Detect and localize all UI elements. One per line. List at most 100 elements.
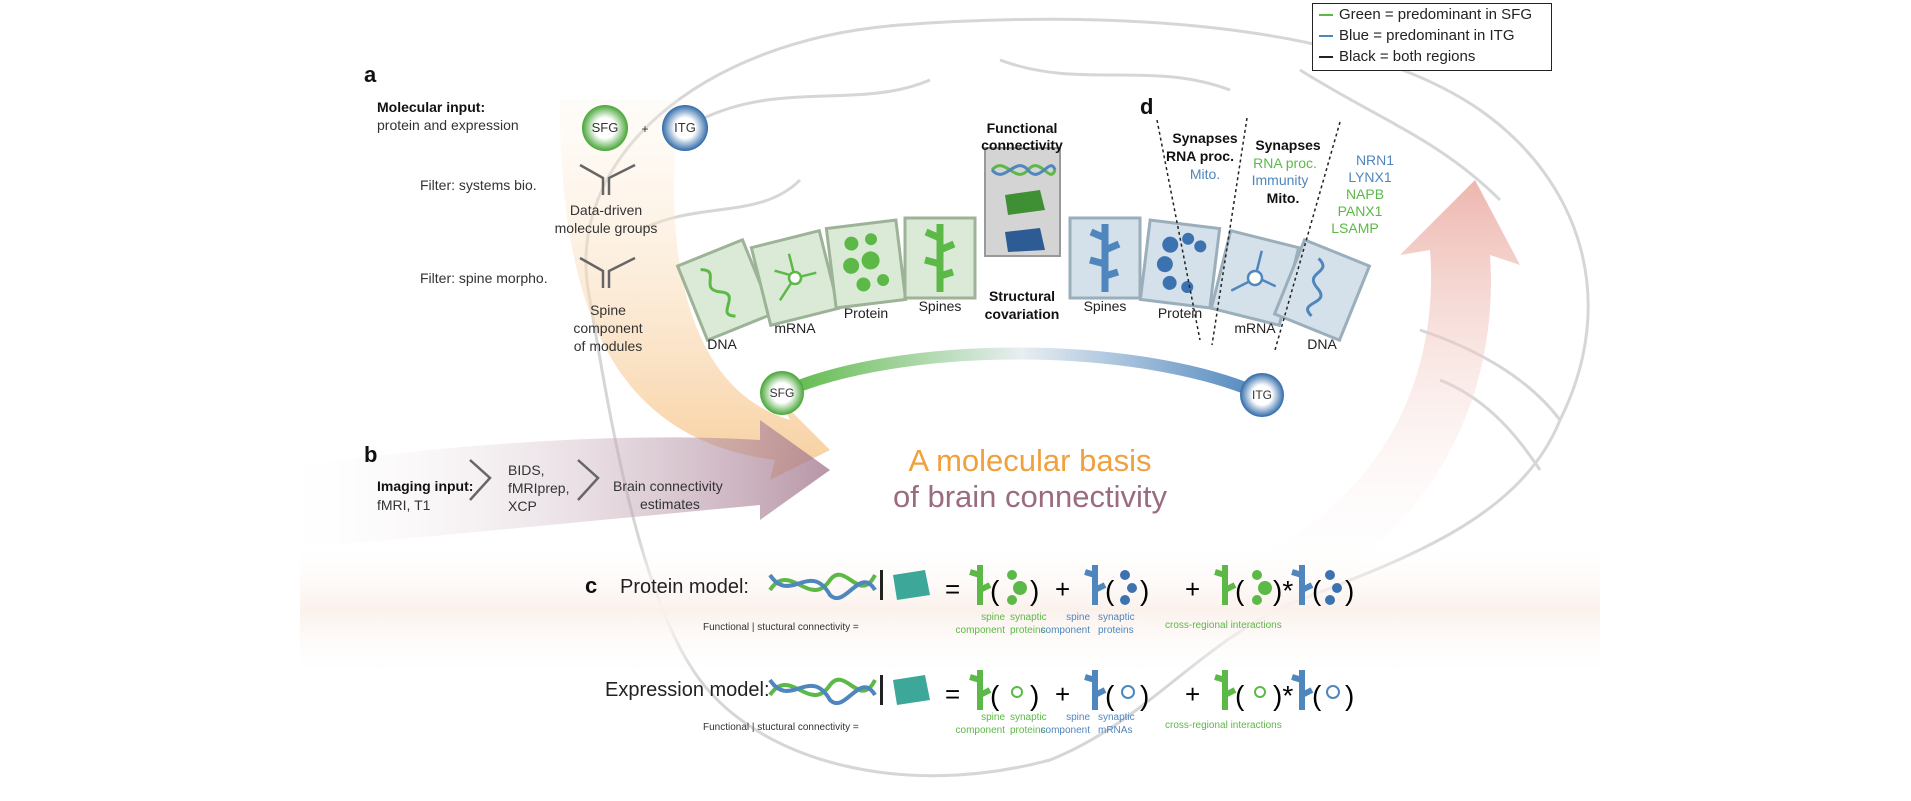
svg-text:(: ( bbox=[1105, 680, 1115, 711]
sfg-label: SFG bbox=[591, 120, 619, 135]
sfg-tiles bbox=[675, 216, 977, 343]
arc-itg-label: ITG bbox=[1252, 388, 1272, 402]
svg-text:(: ( bbox=[990, 575, 1000, 606]
svg-text:)*: )* bbox=[1273, 680, 1293, 711]
svg-text:(: ( bbox=[990, 680, 1000, 711]
em-t2-mrnas: mRNAs bbox=[1098, 725, 1133, 736]
itg-ball bbox=[662, 105, 708, 151]
panel-b-label: b bbox=[364, 442, 378, 467]
svg-text:=: = bbox=[945, 679, 960, 709]
legend: Green = predominant in SFG Blue = predom… bbox=[1312, 3, 1552, 71]
tile-label-sfg-protein: Protein bbox=[843, 305, 889, 321]
structural-covariation-label-2: covariation bbox=[984, 306, 1060, 322]
arc-itg-ball bbox=[1240, 373, 1284, 417]
pm-t2-component: component bbox=[1040, 625, 1090, 636]
arc-sfg-ball bbox=[760, 371, 804, 415]
structural-covariation-label-1: Structural bbox=[988, 288, 1056, 304]
pm-t2-proteins: proteins bbox=[1098, 625, 1134, 636]
svg-text:(: ( bbox=[1235, 680, 1245, 711]
svg-text:(: ( bbox=[1235, 575, 1245, 606]
legend-item-blue: Blue = predominant in ITG bbox=[1313, 25, 1551, 46]
expression-model-lhs: Functional | stuctural connectivity = bbox=[703, 722, 859, 733]
legend-label: Blue = predominant in ITG bbox=[1339, 27, 1515, 44]
pm-cross-regional: cross-regional interactions bbox=[1165, 620, 1282, 631]
d-col2-rna-proc: RNA proc. bbox=[1253, 155, 1317, 171]
pm-t1-synaptic: synaptic bbox=[1010, 612, 1047, 623]
gene-napb: NAPB bbox=[1345, 186, 1385, 202]
svg-text:): ) bbox=[1345, 575, 1354, 606]
tile-label-itg-spines: Spines bbox=[1083, 298, 1127, 314]
protein-model-equation: = () + () + ()* () bbox=[768, 565, 1354, 606]
tile-label-itg-protein: Protein bbox=[1157, 305, 1203, 321]
panel-c-label: c bbox=[585, 573, 598, 598]
tile-label-sfg-dna: DNA bbox=[707, 336, 737, 352]
svg-text:): ) bbox=[1345, 680, 1354, 711]
pm-t2-spine: spine bbox=[1066, 612, 1090, 623]
pm-t2-synaptic: synaptic bbox=[1098, 612, 1135, 623]
tools-line-2: fMRIprep, bbox=[508, 480, 570, 496]
functional-connectivity-label-2: connectivity bbox=[981, 137, 1063, 153]
svg-text:): ) bbox=[1140, 575, 1149, 606]
svg-text:(: ( bbox=[1105, 575, 1115, 606]
tile-label-itg-mrna: mRNA bbox=[1234, 320, 1276, 336]
em-t1-synaptic: synaptic bbox=[1010, 712, 1047, 723]
legend-swatch bbox=[1319, 34, 1333, 37]
filter-spine-morpho: Filter: spine morpho. bbox=[420, 270, 548, 286]
pm-t1-component: component bbox=[955, 625, 1005, 636]
main-title-line-1: A molecular basis bbox=[908, 443, 1152, 478]
svg-text:): ) bbox=[1140, 680, 1149, 711]
expression-model-equation: = () + () + ()* () bbox=[768, 670, 1354, 711]
panel-a-label: a bbox=[364, 62, 377, 87]
brain-connectivity-estimates-2: estimates bbox=[640, 496, 700, 512]
plus-sign: + bbox=[641, 122, 649, 136]
d-col2-immunity: Immunity bbox=[1251, 172, 1309, 188]
gene-nrn1: NRN1 bbox=[1355, 152, 1395, 168]
d-col2-mito: Mito. bbox=[1266, 190, 1300, 206]
brain-connectivity-estimates-1: Brain connectivity bbox=[613, 478, 723, 494]
em-cross-regional: cross-regional interactions bbox=[1165, 720, 1282, 731]
itg-label: ITG bbox=[674, 120, 696, 135]
panel-d-label: d bbox=[1140, 94, 1154, 119]
itg-tiles bbox=[1068, 216, 1372, 343]
svg-text:): ) bbox=[1030, 680, 1039, 711]
spine-component-label-3: of modules bbox=[573, 338, 643, 354]
imaging-input-heading: Imaging input: bbox=[377, 478, 474, 494]
svg-text:+: + bbox=[1055, 679, 1070, 709]
output-arrow bbox=[1250, 180, 1520, 600]
imaging-input-subheading: fMRI, T1 bbox=[377, 497, 431, 513]
legend-item-black: Black = both regions bbox=[1313, 46, 1551, 67]
svg-text:+: + bbox=[1055, 574, 1070, 604]
tools-line-1: BIDS, bbox=[508, 462, 545, 478]
brain-outline bbox=[584, 17, 1590, 778]
imaging-input-arrow bbox=[270, 420, 830, 550]
em-t2-component: component bbox=[1040, 725, 1090, 736]
legend-label: Black = both regions bbox=[1339, 48, 1476, 65]
legend-swatch bbox=[1319, 13, 1333, 16]
svg-text:+: + bbox=[1185, 574, 1200, 604]
filter-icon bbox=[469, 163, 636, 501]
gene-lsamp: LSAMP bbox=[1331, 220, 1379, 236]
molecular-input-arrow bbox=[560, 100, 830, 480]
main-title-line-2: of brain connectivity bbox=[893, 479, 1167, 514]
connectivity-box bbox=[984, 147, 1061, 257]
protein-model-lhs: Functional | stuctural connectivity = bbox=[703, 622, 859, 633]
svg-text:(: ( bbox=[1312, 680, 1322, 711]
tile-label-sfg-mrna: mRNA bbox=[774, 320, 816, 336]
em-t1-proteins: proteins bbox=[1010, 725, 1046, 736]
legend-swatch bbox=[1319, 55, 1333, 58]
molecular-input-subheading: protein and expression bbox=[377, 117, 519, 133]
background-band bbox=[300, 540, 1600, 680]
pm-t1-proteins: proteins bbox=[1010, 625, 1046, 636]
data-driven-label-1: Data-driven bbox=[569, 202, 643, 218]
svg-text:): ) bbox=[1030, 575, 1039, 606]
d-col1-synapses: Synapses bbox=[1172, 130, 1238, 146]
tile-label-itg-dna: DNA bbox=[1307, 336, 1337, 352]
sfg-ball bbox=[582, 105, 628, 151]
expression-model-title: Expression model: bbox=[605, 679, 770, 701]
svg-text:(: ( bbox=[1312, 575, 1322, 606]
em-t1-component: component bbox=[955, 725, 1005, 736]
protein-model-title: Protein model: bbox=[620, 576, 749, 598]
legend-label: Green = predominant in SFG bbox=[1339, 6, 1533, 23]
data-driven-label-2: molecule groups bbox=[554, 220, 658, 236]
